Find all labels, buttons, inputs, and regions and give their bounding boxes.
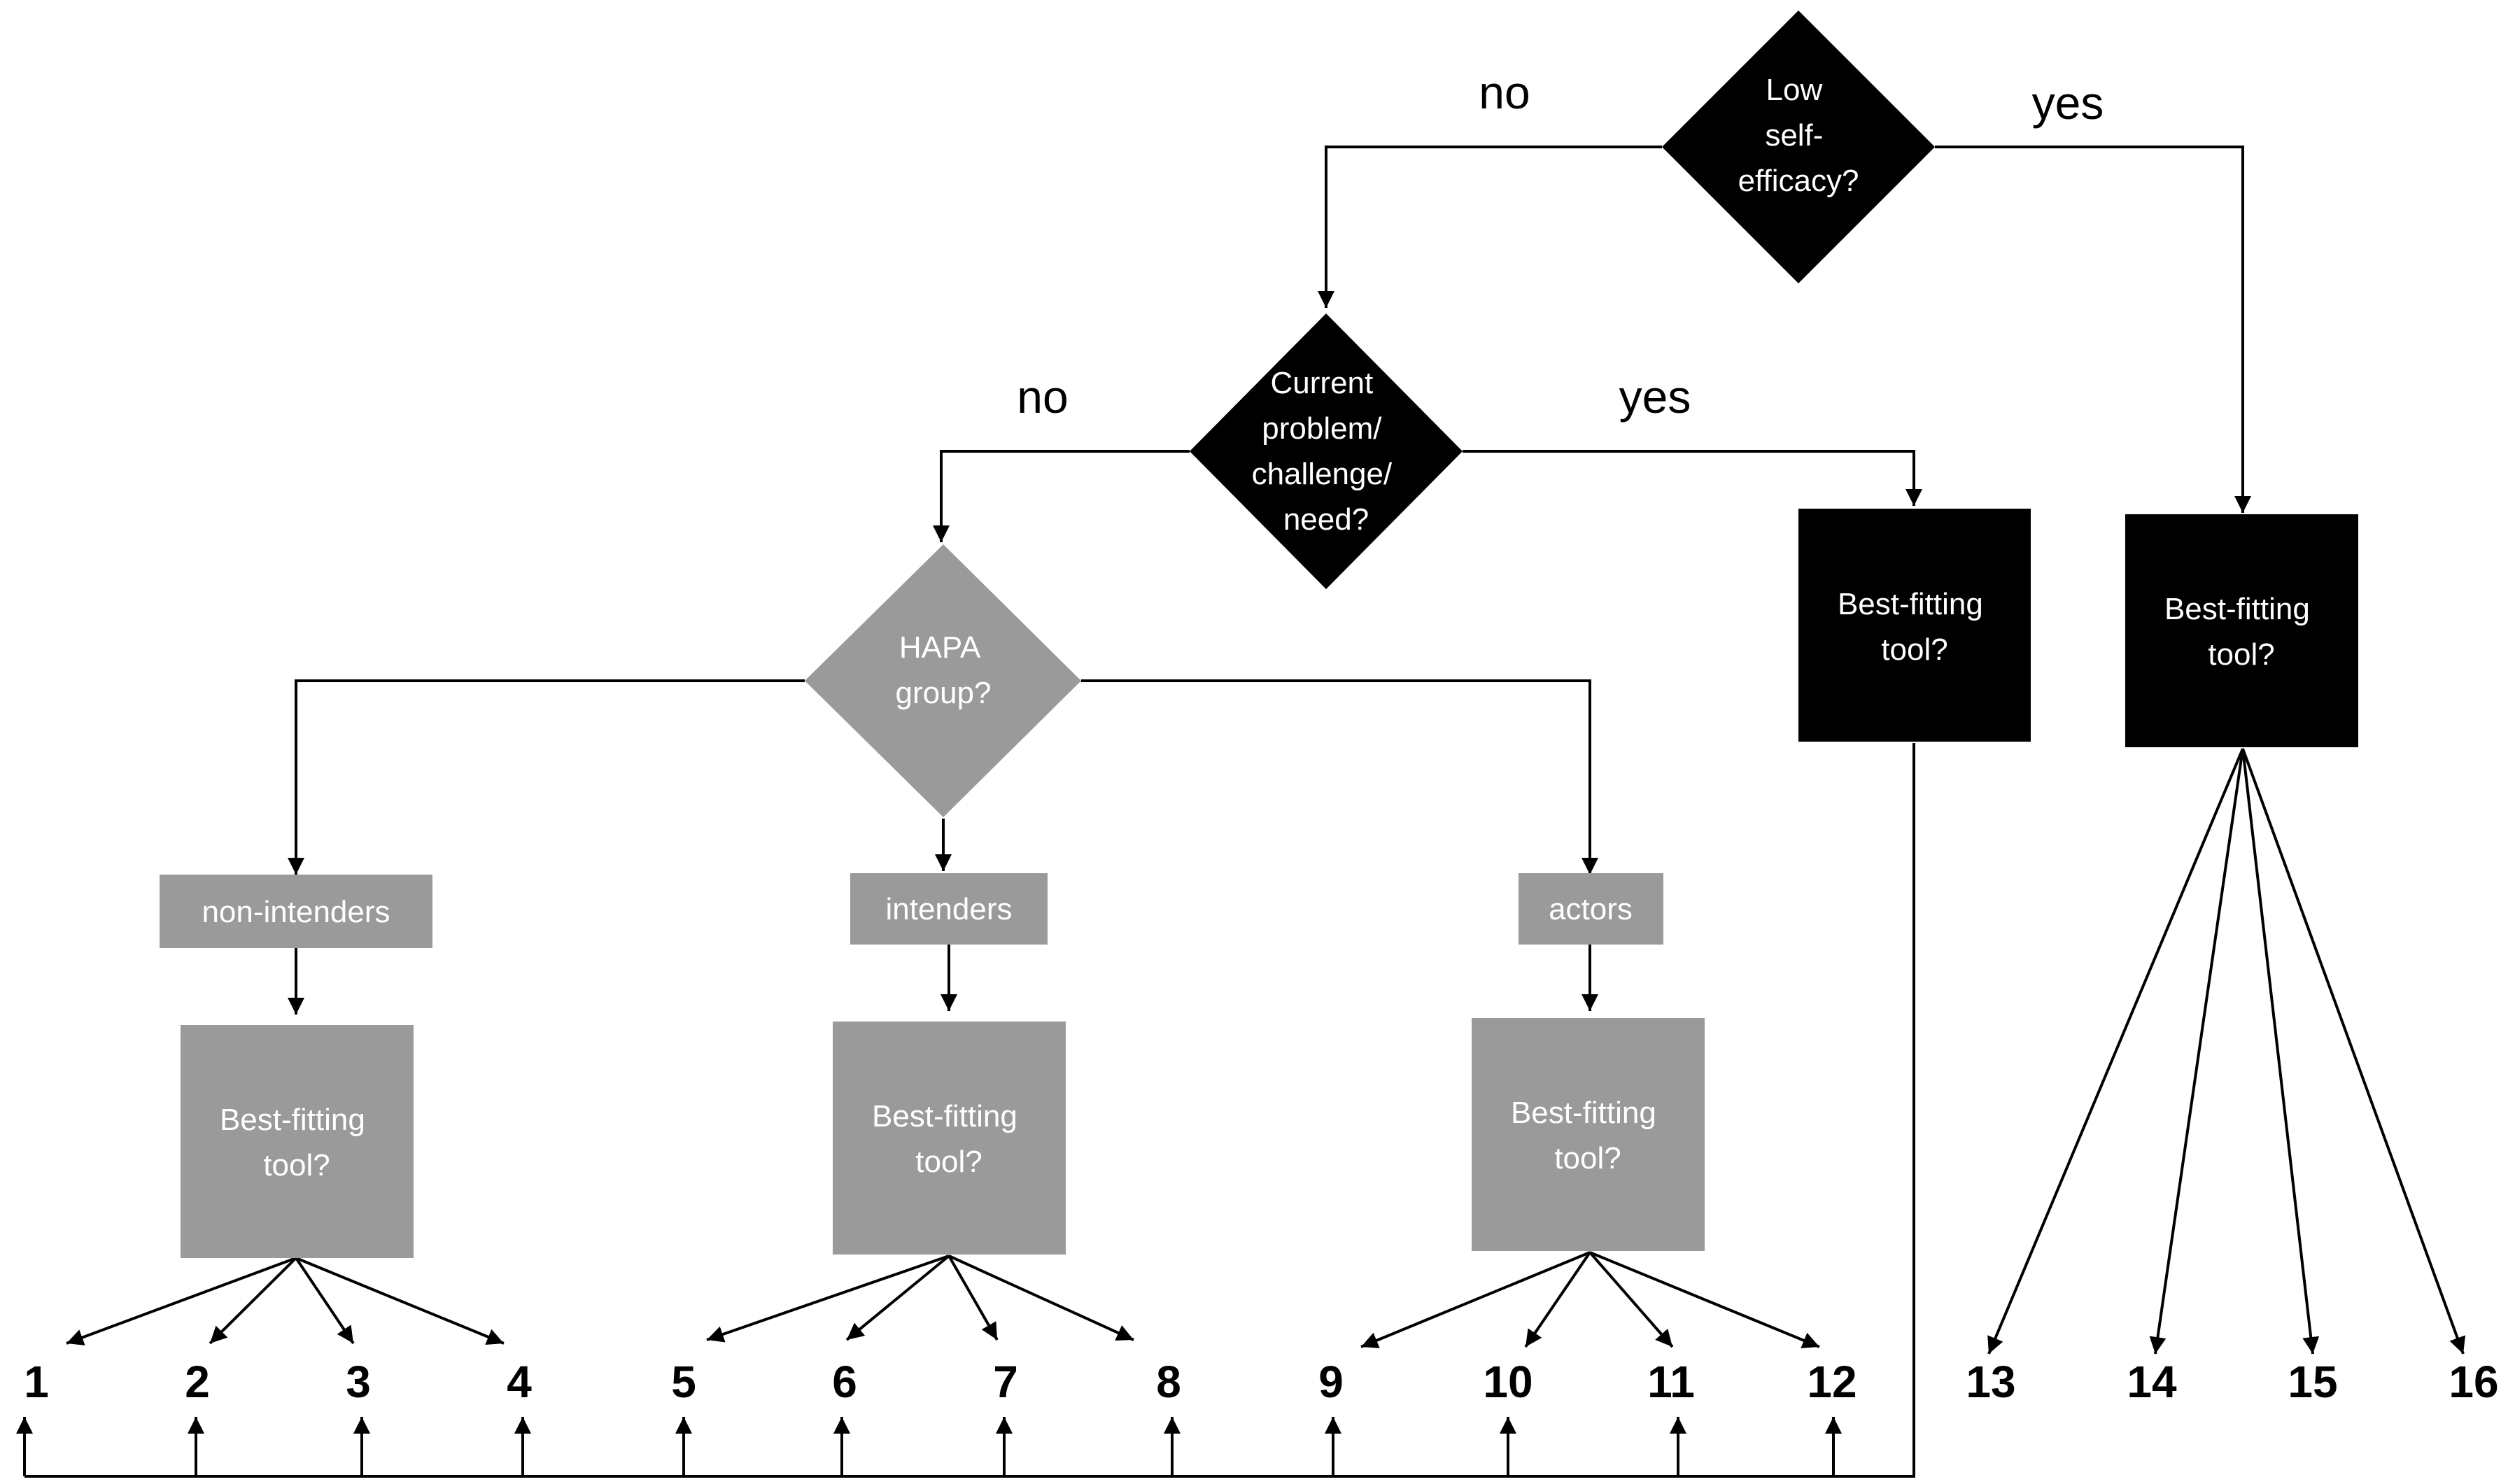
decision-hapa-group: HAPA group?: [805, 544, 1081, 817]
diamond-shape: [1190, 313, 1463, 589]
outcome-1: 1: [24, 1357, 49, 1407]
edge-tool-out-2: [209, 1257, 297, 1345]
edge-tool-out-5: [706, 1255, 950, 1343]
outcome-9: 9: [1318, 1357, 1344, 1407]
group-label-text: non-intenders: [202, 895, 390, 929]
outcome-3: 3: [346, 1357, 371, 1407]
outcome-11: 11: [1647, 1357, 1695, 1407]
outcome-10: 10: [1483, 1357, 1533, 1407]
decision-low-self-efficacy: Low self- efficacy?: [1662, 10, 1935, 283]
edge-tool-out-8: [948, 1255, 1134, 1341]
outcome-14: 14: [2127, 1357, 2177, 1407]
outcomes: 1 2 3 4 5 6 7 8 9 10 11 12 13 14 15 16: [24, 1357, 2498, 1407]
group-label-intenders: intenders: [850, 873, 1048, 945]
node-text: Best-fitting tool?: [872, 1099, 1026, 1179]
edge-tool-out-9: [1360, 1251, 1591, 1348]
outcome-4: 4: [507, 1357, 532, 1407]
tool-box-shape: [833, 1022, 1066, 1255]
connectors: [16, 146, 2466, 1478]
edge-hapa-non-intenders: [288, 679, 805, 875]
edge-tool-out-14: [2149, 748, 2244, 1355]
outcome-13: 13: [1966, 1357, 2015, 1407]
node-text: Low self- efficacy?: [1738, 73, 1859, 198]
outcome-2: 2: [185, 1357, 210, 1407]
edge-problem-no: [933, 450, 1190, 542]
tool-box-shape: [1798, 509, 2031, 742]
edge-tool-out-11: [1588, 1251, 1674, 1348]
edge-tool-out-3: [295, 1257, 355, 1345]
tool-box-intenders: Best-fitting tool?: [833, 1022, 1066, 1255]
edge-label-problem-yes: yes: [1619, 371, 1691, 423]
edge-labels: no yes no yes: [1017, 66, 2104, 423]
tool-box-self-efficacy: Best-fitting tool?: [2125, 514, 2358, 747]
group-label-actors: actors: [1519, 873, 1663, 945]
edge-label-problem-no: no: [1017, 371, 1068, 423]
tool-box-actors: Best-fitting tool?: [1472, 1018, 1705, 1251]
node-text: Best-fitting tool?: [1511, 1096, 1665, 1175]
tool-box-non-intenders: Best-fitting tool?: [181, 1025, 414, 1258]
group-label-shape: [1519, 873, 1663, 945]
node-text: Current problem/ challenge/ need?: [1252, 366, 1401, 537]
decision-current-problem: Current problem/ challenge/ need?: [1190, 313, 1463, 589]
edge-tool-out-15: [2241, 748, 2320, 1355]
group-label-shape: [850, 873, 1048, 945]
edge-label-self-efficacy-yes: yes: [2032, 77, 2104, 129]
outcome-15: 15: [2288, 1357, 2337, 1407]
node-text: Best-fitting tool?: [1838, 587, 1992, 667]
outcome-12: 12: [1807, 1357, 1857, 1407]
edge-tool-out-13: [1987, 748, 2244, 1355]
tool-box-problem: Best-fitting tool?: [1798, 509, 2031, 742]
edge-label-self-efficacy-no: no: [1479, 66, 1530, 118]
edge-hapa-actors: [1081, 679, 1598, 875]
group-label-text: intenders: [885, 892, 1012, 926]
edge-tool-out-7: [947, 1255, 999, 1341]
group-label-shape: [160, 875, 432, 948]
edge-self-efficacy-yes: [1935, 146, 2251, 513]
node-text: Best-fitting tool?: [2164, 592, 2318, 672]
edge-tool-out-1: [66, 1257, 297, 1345]
tool-box-shape: [181, 1025, 414, 1258]
node-text: Best-fitting tool?: [220, 1103, 374, 1182]
outcome-7: 7: [993, 1357, 1018, 1407]
edge-self-efficacy-no: [1318, 146, 1662, 308]
diamond-shape: [805, 544, 1081, 817]
tool-box-shape: [2125, 514, 2358, 747]
outcome-5: 5: [671, 1357, 696, 1407]
group-label-non-intenders: non-intenders: [160, 875, 432, 948]
edge-tool-out-6: [845, 1255, 950, 1341]
edge-problem-tool-bus: [24, 743, 1915, 1478]
edge-tool-out-4: [295, 1257, 505, 1345]
outcome-8: 8: [1156, 1357, 1181, 1407]
group-label-text: actors: [1549, 892, 1633, 926]
edge-problem-yes: [1463, 450, 1922, 506]
tool-box-shape: [1472, 1018, 1705, 1251]
outcome-6: 6: [832, 1357, 857, 1407]
edge-tool-out-12: [1589, 1251, 1820, 1348]
node-text: HAPA group?: [895, 630, 991, 710]
edge-tool-out-10: [1524, 1251, 1591, 1348]
edge-tool-out-16: [2241, 748, 2466, 1355]
outcome-16: 16: [2449, 1357, 2498, 1407]
diamond-shape: [1662, 10, 1935, 283]
